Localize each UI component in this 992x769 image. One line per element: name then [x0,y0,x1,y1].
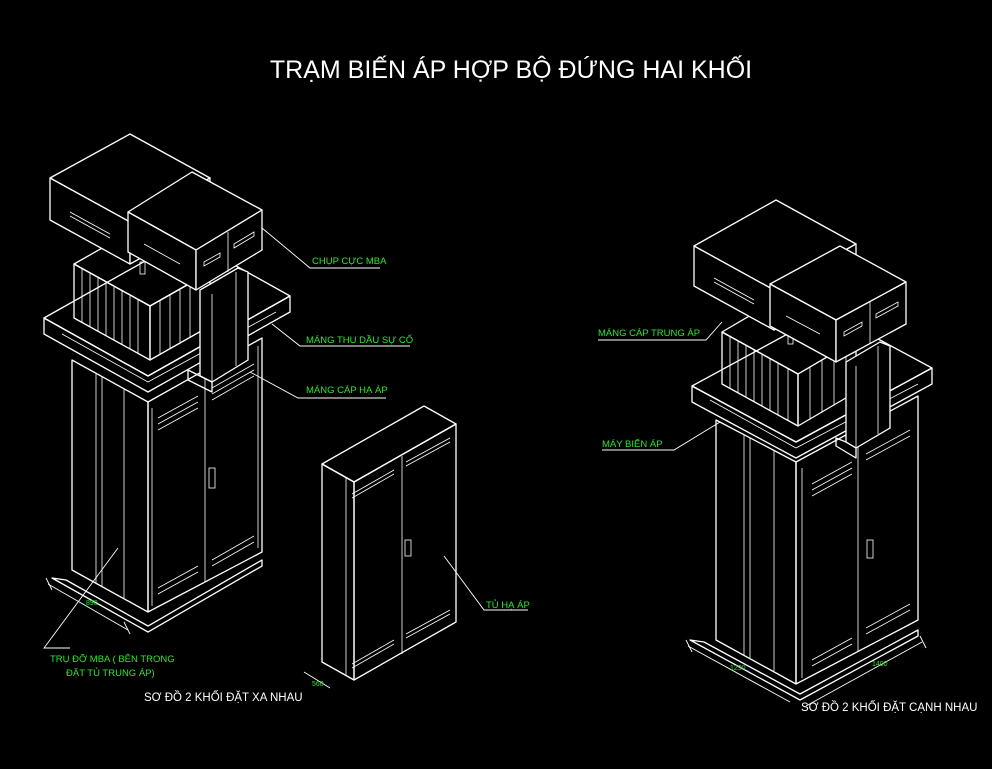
support-pillar [71,359,149,613]
right-terminal-cover-front [769,245,907,363]
label-tu-ha-ap: TỦ HẠ ÁP [486,599,530,611]
left-assembly: 890 [43,133,410,649]
left-base-plate [51,559,263,633]
label-mang-cap-trung: MÁNG CÁP TRUNG ÁP [598,328,700,339]
lv-cable-duct [187,267,249,393]
label-mang-cap-ha: MÁNG CÁP HẠ ÁP [306,385,388,396]
vent-louvers [157,363,255,595]
right-base-plate [689,629,919,701]
dim-right-width: 1400 [872,661,888,668]
terminal-cover-front [127,171,263,291]
dim-left-base: 890 [86,600,98,607]
lv-vent-louvers [351,437,451,669]
dim-lv-cabinet: 560 [312,681,324,688]
diagram-title: TRẠM BIẾN ÁP HỢP BỘ ĐỨNG HAI KHỐI [270,54,752,84]
label-tru-do-2: ĐẶT TỦ TRUNG ÁP) [66,667,155,679]
right-assembly: 1290 1400 [598,199,933,707]
label-may-bien-ap: MÁY BIẾN ÁP [602,439,663,450]
label-tru-do-1: TRỤ ĐỠ MBA ( BÊN TRONG [50,654,175,665]
lv-door-handle-icon [404,539,412,557]
lv-cabinet: 560 [303,405,528,689]
caption-left: SƠ ĐỒ 2 KHỐI ĐẶT XA NHAU [144,690,303,704]
label-mang-thu-dau: MÁNG THU DẦU SỰ CỐ [306,334,413,346]
right-door-handle-icon [866,539,874,559]
caption-right: SƠ ĐỒ 2 KHỐI ĐẶT CẠNH NHAU [801,700,977,714]
right-cable-duct [835,341,891,459]
door-handle-icon [208,467,216,489]
dim-right-left: 1290 [730,665,746,672]
label-chup-cuc: CHỤP CỰC MBA [312,256,387,267]
right-support-pillar [715,419,797,685]
